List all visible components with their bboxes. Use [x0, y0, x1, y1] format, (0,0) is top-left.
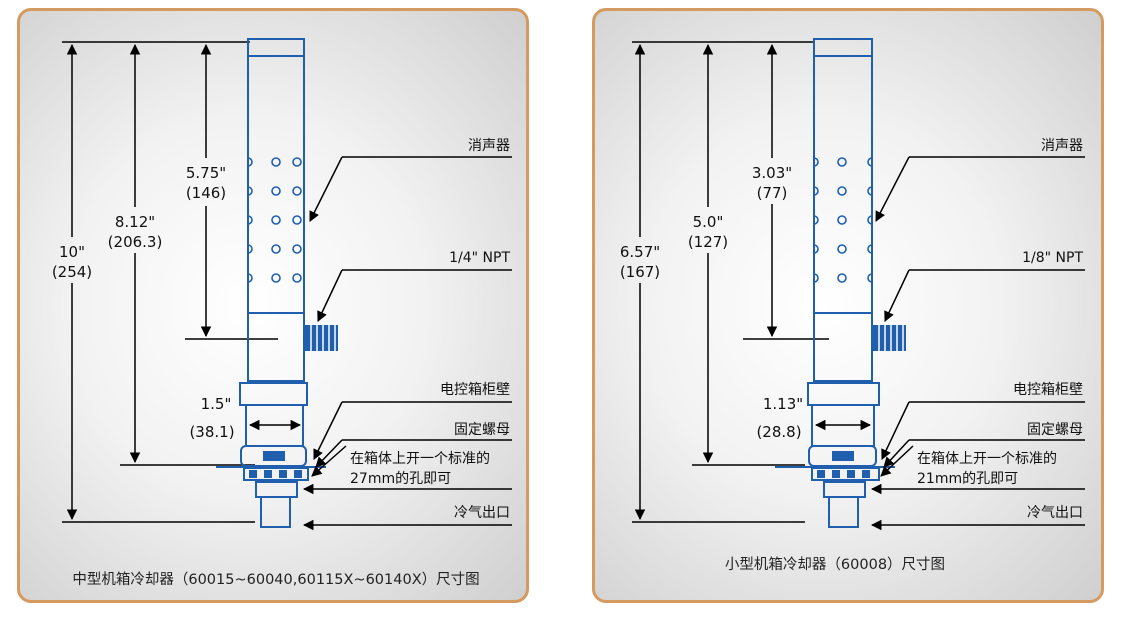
label-wall: 电控箱柜壁 — [1013, 382, 1083, 398]
dim-d1-inch: 3.03" — [752, 164, 792, 182]
dim-d1-mm: (146) — [186, 184, 226, 202]
muffler-holes — [813, 157, 873, 283]
dim-width-mm: (28.8) — [756, 423, 801, 441]
dim-width-mm: (38.1) — [189, 423, 234, 441]
muffler-holes — [247, 157, 302, 283]
label-npt: 1/8" NPT — [1022, 250, 1083, 266]
dim-width-inch: 1.13" — [763, 395, 803, 413]
label-nut: 固定螺母 — [1027, 422, 1083, 438]
dim-width-inch: 1.5" — [201, 395, 232, 413]
label-wall: 电控箱柜壁 — [440, 382, 510, 398]
label-npt: 1/4" NPT — [449, 250, 510, 266]
label-muffler: 消声器 — [468, 138, 510, 154]
label-outlet: 冷气出口 — [454, 505, 510, 521]
label-hole-line1: 在箱体上开一个标准的 — [350, 451, 490, 467]
label-nut: 固定螺母 — [454, 422, 510, 438]
dim-d1-mm: (77) — [757, 184, 788, 202]
dim-d3-inch: 10" — [59, 243, 85, 261]
label-hole-line2: 27mm的孔即可 — [350, 471, 451, 487]
label-outlet: 冷气出口 — [1027, 505, 1083, 521]
dim-d3-inch: 6.57" — [620, 243, 660, 261]
caption-small: 小型机箱冷却器（60008）尺寸图 — [725, 556, 945, 573]
diagram-panel-small: 3.03" (77) 5.0" (127) 6.57" (167) — [592, 8, 1104, 603]
npt-fitting — [872, 325, 906, 351]
dim-d2-mm: (206.3) — [108, 233, 163, 251]
label-hole-line2: 21mm的孔即可 — [917, 471, 1018, 487]
dim-d1-inch: 5.75" — [186, 164, 226, 182]
drawing-medium: 5.75" (146) 8.12" (206.3) 10" (254) — [52, 38, 512, 588]
npt-fitting — [304, 325, 338, 351]
dim-d3-mm: (167) — [620, 263, 660, 281]
dim-d3-mm: (254) — [52, 263, 92, 281]
drawing-small: 3.03" (77) 5.0" (127) 6.57" (167) — [620, 38, 1085, 573]
dim-d2-mm: (127) — [688, 233, 728, 251]
label-hole-line1: 在箱体上开一个标准的 — [917, 451, 1057, 467]
dim-d2-inch: 5.0" — [693, 213, 724, 231]
diagram-panel-medium: 5.75" (146) 8.12" (206.3) 10" (254) — [17, 8, 529, 603]
caption-medium: 中型机箱冷却器（60015~60040,60115X~60140X）尺寸图 — [72, 571, 479, 588]
dim-d2-inch: 8.12" — [115, 213, 155, 231]
label-muffler: 消声器 — [1041, 138, 1083, 154]
